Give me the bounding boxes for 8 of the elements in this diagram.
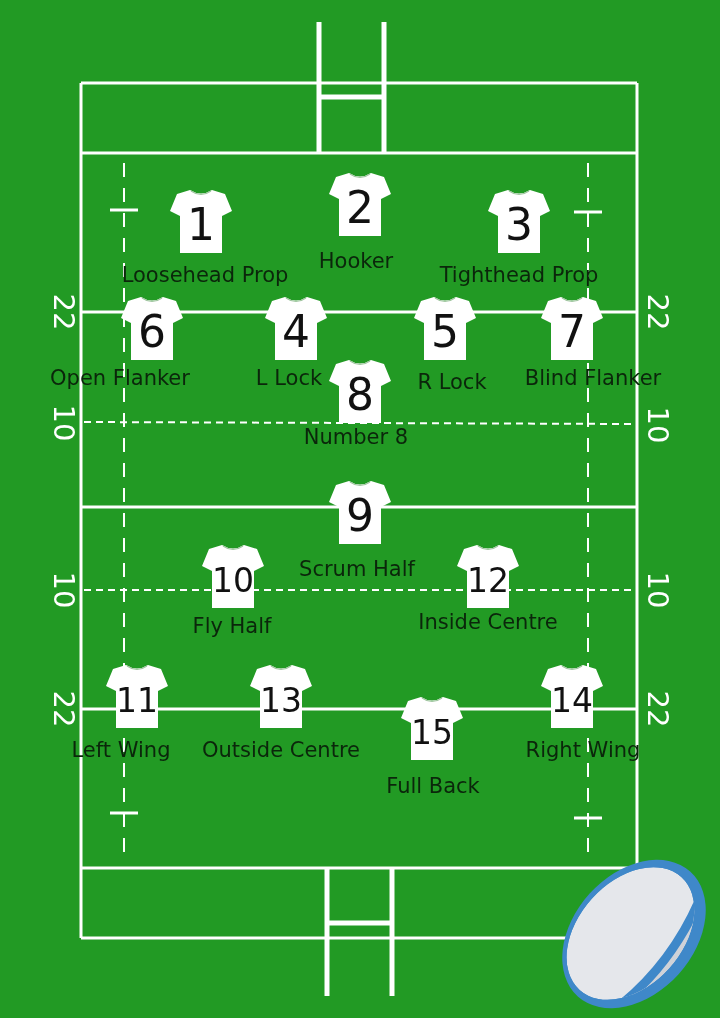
- distance-marking: 10: [48, 404, 78, 442]
- distance-marking: 22: [642, 293, 672, 331]
- distance-marking: 22: [642, 690, 672, 728]
- distance-marking: 10: [48, 571, 78, 609]
- distance-marking: 22: [48, 293, 78, 331]
- distance-marking: 22: [48, 690, 78, 728]
- distance-marking: 10: [642, 571, 672, 609]
- distance-marking: 10: [642, 406, 672, 444]
